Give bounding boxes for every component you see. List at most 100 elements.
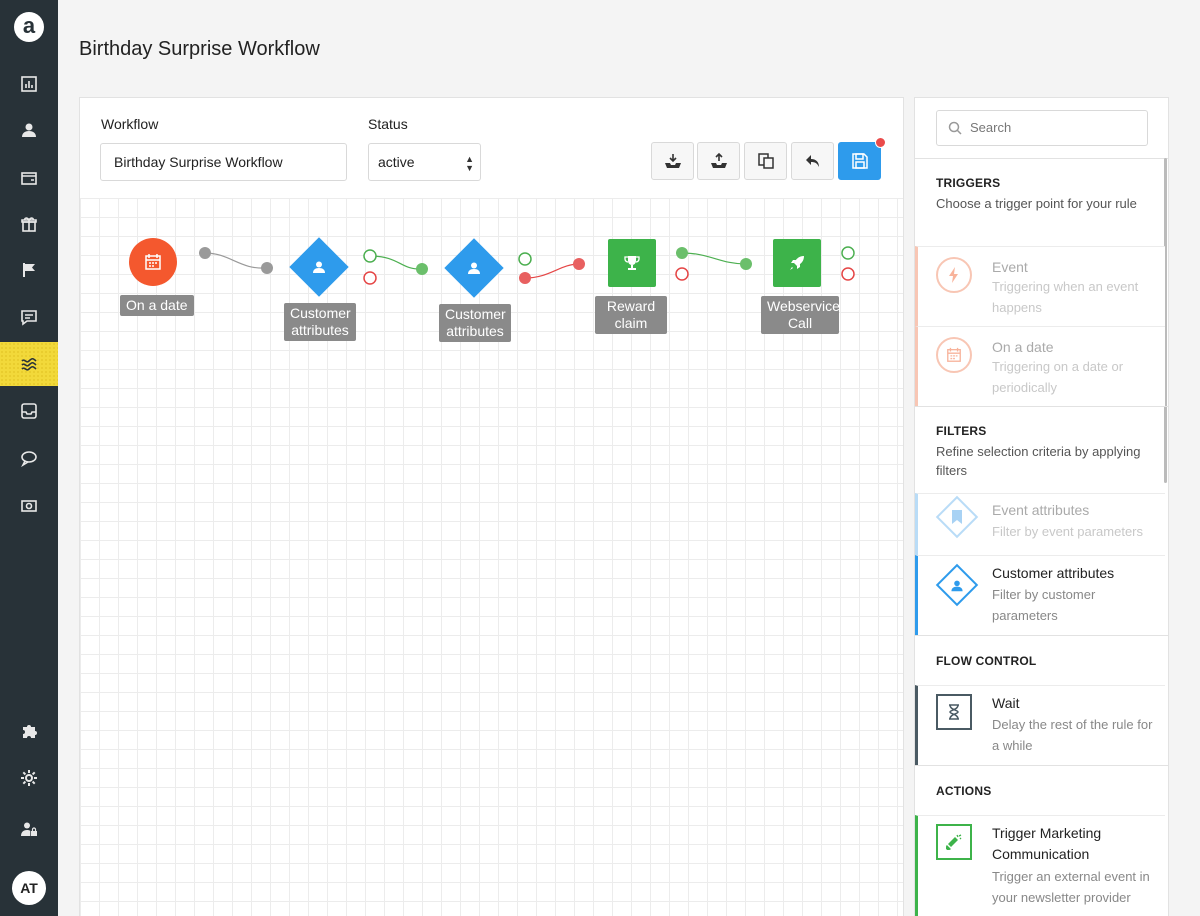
status-select[interactable]: active ▲▼ bbox=[368, 143, 481, 181]
import-button[interactable] bbox=[651, 142, 694, 180]
export-icon bbox=[710, 152, 727, 168]
output-port[interactable] bbox=[199, 247, 211, 259]
sidebar-item-inbox[interactable] bbox=[0, 389, 58, 433]
palette-item-on-a-date[interactable]: On a date Triggering on a date or period… bbox=[915, 326, 1165, 406]
palette-item-customer-attributes[interactable]: Customer attributes Filter by customer p… bbox=[915, 555, 1165, 635]
save-button[interactable] bbox=[838, 137, 886, 180]
failure-port[interactable] bbox=[363, 271, 377, 285]
flow-node-label: Customer attributes bbox=[284, 303, 356, 341]
flow-node-filter[interactable] bbox=[289, 237, 349, 297]
palette-item-wait[interactable]: Wait Delay the rest of the rule for a wh… bbox=[915, 685, 1165, 765]
section-title: FLOW CONTROL bbox=[936, 654, 1037, 668]
palette-item-event[interactable]: Event Triggering when an event happens bbox=[915, 246, 1165, 326]
section-triggers: TRIGGERS Choose a trigger point for your… bbox=[915, 176, 1145, 213]
failure-port[interactable] bbox=[519, 272, 531, 284]
customers-icon bbox=[22, 123, 36, 137]
flow-node-label: Webservice Call bbox=[761, 296, 840, 334]
calendar-icon bbox=[145, 254, 161, 270]
workflow-icon bbox=[21, 357, 37, 371]
input-port[interactable] bbox=[740, 258, 752, 270]
sidebar: a AT bbox=[0, 0, 58, 916]
duplicate-button[interactable] bbox=[744, 142, 787, 180]
section-title: ACTIONS bbox=[936, 784, 992, 798]
lightning-icon bbox=[936, 257, 972, 293]
status-select-value: active bbox=[378, 154, 415, 170]
section-flow-control: FLOW CONTROL bbox=[915, 654, 1145, 668]
palette-item-name: Trigger Marketing Communication bbox=[992, 825, 1102, 862]
palette-item-desc: Filter by event parameters bbox=[992, 524, 1144, 539]
sidebar-item-gifts[interactable] bbox=[0, 202, 58, 246]
status-label: Status bbox=[368, 116, 408, 132]
palette-scrollbar[interactable] bbox=[1164, 158, 1167, 483]
hourglass-icon bbox=[936, 694, 972, 730]
input-port[interactable] bbox=[573, 258, 585, 270]
sidebar-item-customers[interactable] bbox=[0, 108, 58, 152]
puzzle-icon bbox=[23, 725, 37, 738]
flow-node-label: On a date bbox=[120, 295, 194, 316]
export-button[interactable] bbox=[697, 142, 740, 180]
workflow-name-input[interactable]: Birthday Surprise Workflow bbox=[100, 143, 347, 181]
flow-node-label: Reward claim bbox=[595, 296, 667, 334]
node-palette: Search TRIGGERS Choose a trigger point f… bbox=[914, 97, 1169, 916]
success-port[interactable] bbox=[841, 246, 855, 260]
success-port[interactable] bbox=[363, 249, 377, 263]
palette-item-name: Customer attributes bbox=[992, 565, 1115, 581]
failure-port[interactable] bbox=[841, 267, 855, 281]
success-port[interactable] bbox=[518, 252, 532, 266]
flow-node-filter[interactable] bbox=[444, 238, 504, 298]
message-icon bbox=[21, 310, 37, 326]
sidebar-item-money[interactable] bbox=[0, 484, 58, 528]
sidebar-item-dashboard[interactable] bbox=[0, 62, 58, 106]
palette-item-desc: Delay the rest of the rule for a while bbox=[992, 717, 1153, 753]
person-icon bbox=[313, 261, 325, 273]
section-title: TRIGGERS bbox=[936, 176, 1001, 190]
success-port[interactable] bbox=[676, 247, 688, 259]
user-avatar[interactable]: AT bbox=[12, 871, 46, 905]
unsaved-badge bbox=[875, 137, 886, 148]
palette-item-name: On a date bbox=[992, 339, 1054, 355]
palette-item-trigger-marketing[interactable]: Trigger Marketing Communication Trigger … bbox=[915, 815, 1165, 916]
palette-item-desc: Triggering when an event happens bbox=[992, 279, 1139, 315]
undo-icon bbox=[805, 155, 819, 167]
inbox-icon bbox=[21, 403, 37, 419]
section-desc: Choose a trigger point for your rule bbox=[936, 196, 1137, 211]
person-icon bbox=[935, 563, 979, 607]
search-icon bbox=[948, 121, 962, 135]
sidebar-item-campaigns[interactable] bbox=[0, 248, 58, 292]
workflow-editor: Workflow Birthday Surprise Workflow Stat… bbox=[79, 97, 904, 916]
input-port[interactable] bbox=[261, 262, 273, 274]
sidebar-item-workflows[interactable] bbox=[0, 342, 58, 386]
money-icon bbox=[21, 500, 37, 512]
calendar-icon bbox=[936, 337, 972, 373]
workflow-canvas[interactable]: On a date Customer attributes Customer a… bbox=[80, 198, 903, 916]
gift-icon bbox=[21, 217, 37, 232]
flow-node-action[interactable] bbox=[773, 239, 821, 287]
palette-search-input[interactable]: Search bbox=[936, 110, 1148, 146]
trophy-icon bbox=[624, 256, 640, 270]
sidebar-item-settings[interactable] bbox=[0, 756, 58, 800]
sidebar-item-wallet[interactable] bbox=[0, 156, 58, 200]
wallet-icon bbox=[21, 172, 37, 185]
sidebar-item-extensions[interactable] bbox=[0, 709, 58, 753]
sidebar-item-admin[interactable] bbox=[0, 807, 58, 851]
sidebar-item-chat[interactable] bbox=[0, 436, 58, 480]
palette-item-name: Wait bbox=[992, 695, 1020, 711]
palette-item-name: Event bbox=[992, 259, 1028, 275]
input-port[interactable] bbox=[416, 263, 428, 275]
flow-node-action[interactable] bbox=[608, 239, 656, 287]
rocket-icon bbox=[790, 256, 804, 270]
undo-button[interactable] bbox=[791, 142, 834, 180]
section-filters: FILTERS Refine selection criteria by app… bbox=[915, 424, 1145, 480]
flow-node-trigger[interactable] bbox=[129, 238, 177, 286]
divider bbox=[915, 158, 1168, 159]
palette-item-name: Event attributes bbox=[992, 502, 1090, 518]
flow-node-label: Customer attributes bbox=[439, 304, 511, 342]
search-placeholder: Search bbox=[970, 120, 1012, 135]
page-title: Birthday Surprise Workflow bbox=[79, 38, 320, 60]
failure-port[interactable] bbox=[675, 267, 689, 281]
app-logo[interactable]: a bbox=[14, 12, 44, 42]
section-actions: ACTIONS bbox=[915, 784, 1145, 798]
sidebar-item-messages[interactable] bbox=[0, 295, 58, 339]
palette-item-event-attributes[interactable]: Event attributes Filter by event paramet… bbox=[915, 493, 1165, 555]
bookmark-icon bbox=[935, 495, 979, 539]
